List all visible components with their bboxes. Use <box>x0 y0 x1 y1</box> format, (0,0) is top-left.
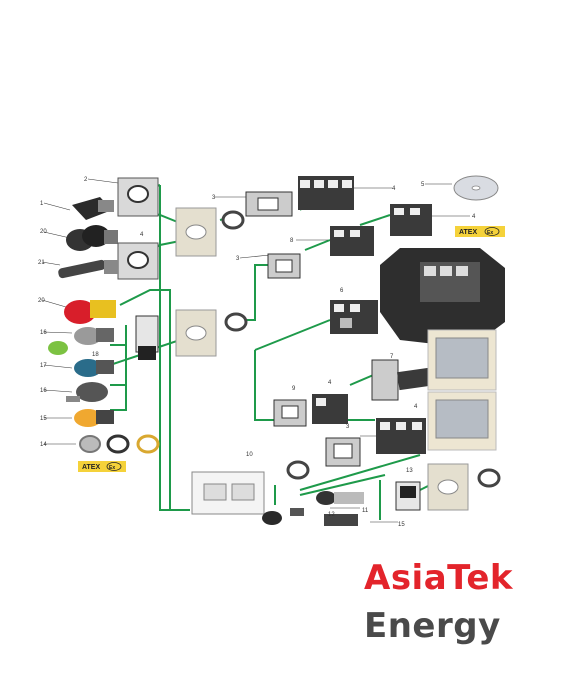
callout: 16 <box>40 388 47 394</box>
callout: 1 <box>40 201 44 207</box>
callout: 4 <box>140 232 144 238</box>
front-plate-3 <box>427 463 469 511</box>
callout: 16 <box>40 330 47 336</box>
callout: 14 <box>40 442 47 448</box>
contact-block-mid <box>330 226 374 256</box>
orange-pushbutton <box>74 409 114 427</box>
selector-switch-blue <box>74 359 114 377</box>
callout: 4 <box>472 214 476 220</box>
key-switch-long <box>58 259 118 279</box>
atex-badge-right: ATEX Ex <box>455 226 505 237</box>
enclosure-base <box>191 471 265 515</box>
cd-disc <box>453 175 499 201</box>
gasket-ring-1 <box>221 210 245 230</box>
callout: 20 <box>38 298 45 304</box>
callout: 7 <box>390 354 394 360</box>
din-rail-panel-top <box>427 329 497 391</box>
callout: 4 <box>392 186 396 192</box>
gasket-ring-2 <box>224 312 248 332</box>
callout: 13 <box>406 468 413 474</box>
contact-block-top <box>298 176 354 210</box>
callout: 17 <box>40 363 47 369</box>
callout: 15 <box>40 416 47 422</box>
brand-name-line-1: AsiaTek <box>364 558 513 598</box>
ex-symbol: Ex <box>487 230 493 236</box>
callout: 2 <box>84 177 88 183</box>
mounting-adapter-lower <box>273 399 307 427</box>
mounting-adapter-top <box>245 191 293 217</box>
pushbutton-grey <box>74 327 114 345</box>
green-pilot-light <box>48 341 68 355</box>
callout-numbers: 2 1 20 21 20 16 18 17 16 15 14 4 3 4 5 4… <box>38 177 476 528</box>
gasket-ring-3 <box>286 460 310 480</box>
mounting-adapter-bottom <box>325 437 361 467</box>
callout: 11 <box>362 508 369 514</box>
callout: 20 <box>40 229 47 235</box>
center-components <box>175 175 505 526</box>
callout: 18 <box>92 352 99 358</box>
double-pushbutton <box>66 225 118 251</box>
mounting-plate-1 <box>117 177 159 217</box>
callout: 8 <box>290 238 294 244</box>
left-components <box>48 177 160 454</box>
callout: 9 <box>292 386 296 392</box>
leader-lines <box>41 178 470 523</box>
atex-label: ATEX <box>82 464 100 471</box>
mounting-adapter-mid <box>267 253 301 279</box>
callout: 4 <box>414 404 418 410</box>
callout: 3 <box>346 424 350 430</box>
gasket-set <box>79 434 160 454</box>
contact-block-right <box>390 204 432 236</box>
contact-block-center <box>330 300 378 334</box>
contact-block-lower <box>312 394 348 424</box>
callout: 21 <box>38 260 45 266</box>
ex-symbol: Ex <box>109 465 115 471</box>
contact-block-small <box>135 315 159 360</box>
callout: 6 <box>340 288 344 294</box>
callout: 15 <box>398 522 405 528</box>
mounting-plate-2 <box>117 242 159 280</box>
key-switch <box>66 382 108 402</box>
callout: 10 <box>246 452 253 458</box>
front-plate-2 <box>175 309 217 357</box>
din-rail-panel-bottom <box>427 391 497 451</box>
contact-block-small-bottom <box>395 481 421 511</box>
contact-block-bottom-right <box>376 418 426 454</box>
brand-name-line-2: Energy <box>364 606 501 646</box>
front-plate-1 <box>175 207 217 257</box>
callout: 12 <box>328 512 335 518</box>
selector-switch-1 <box>72 197 114 220</box>
callout: 4 <box>328 380 332 386</box>
enclosure-box <box>380 248 505 348</box>
callout: 5 <box>421 182 425 188</box>
callout: 3 <box>212 195 216 201</box>
cable-gland-parts <box>262 491 364 526</box>
emergency-stop-red <box>64 300 116 324</box>
callout: 3 <box>236 256 240 262</box>
atex-label: ATEX <box>459 229 477 236</box>
atex-badge-left: ATEX Ex <box>78 461 126 472</box>
gasket-ring-4 <box>477 468 501 488</box>
